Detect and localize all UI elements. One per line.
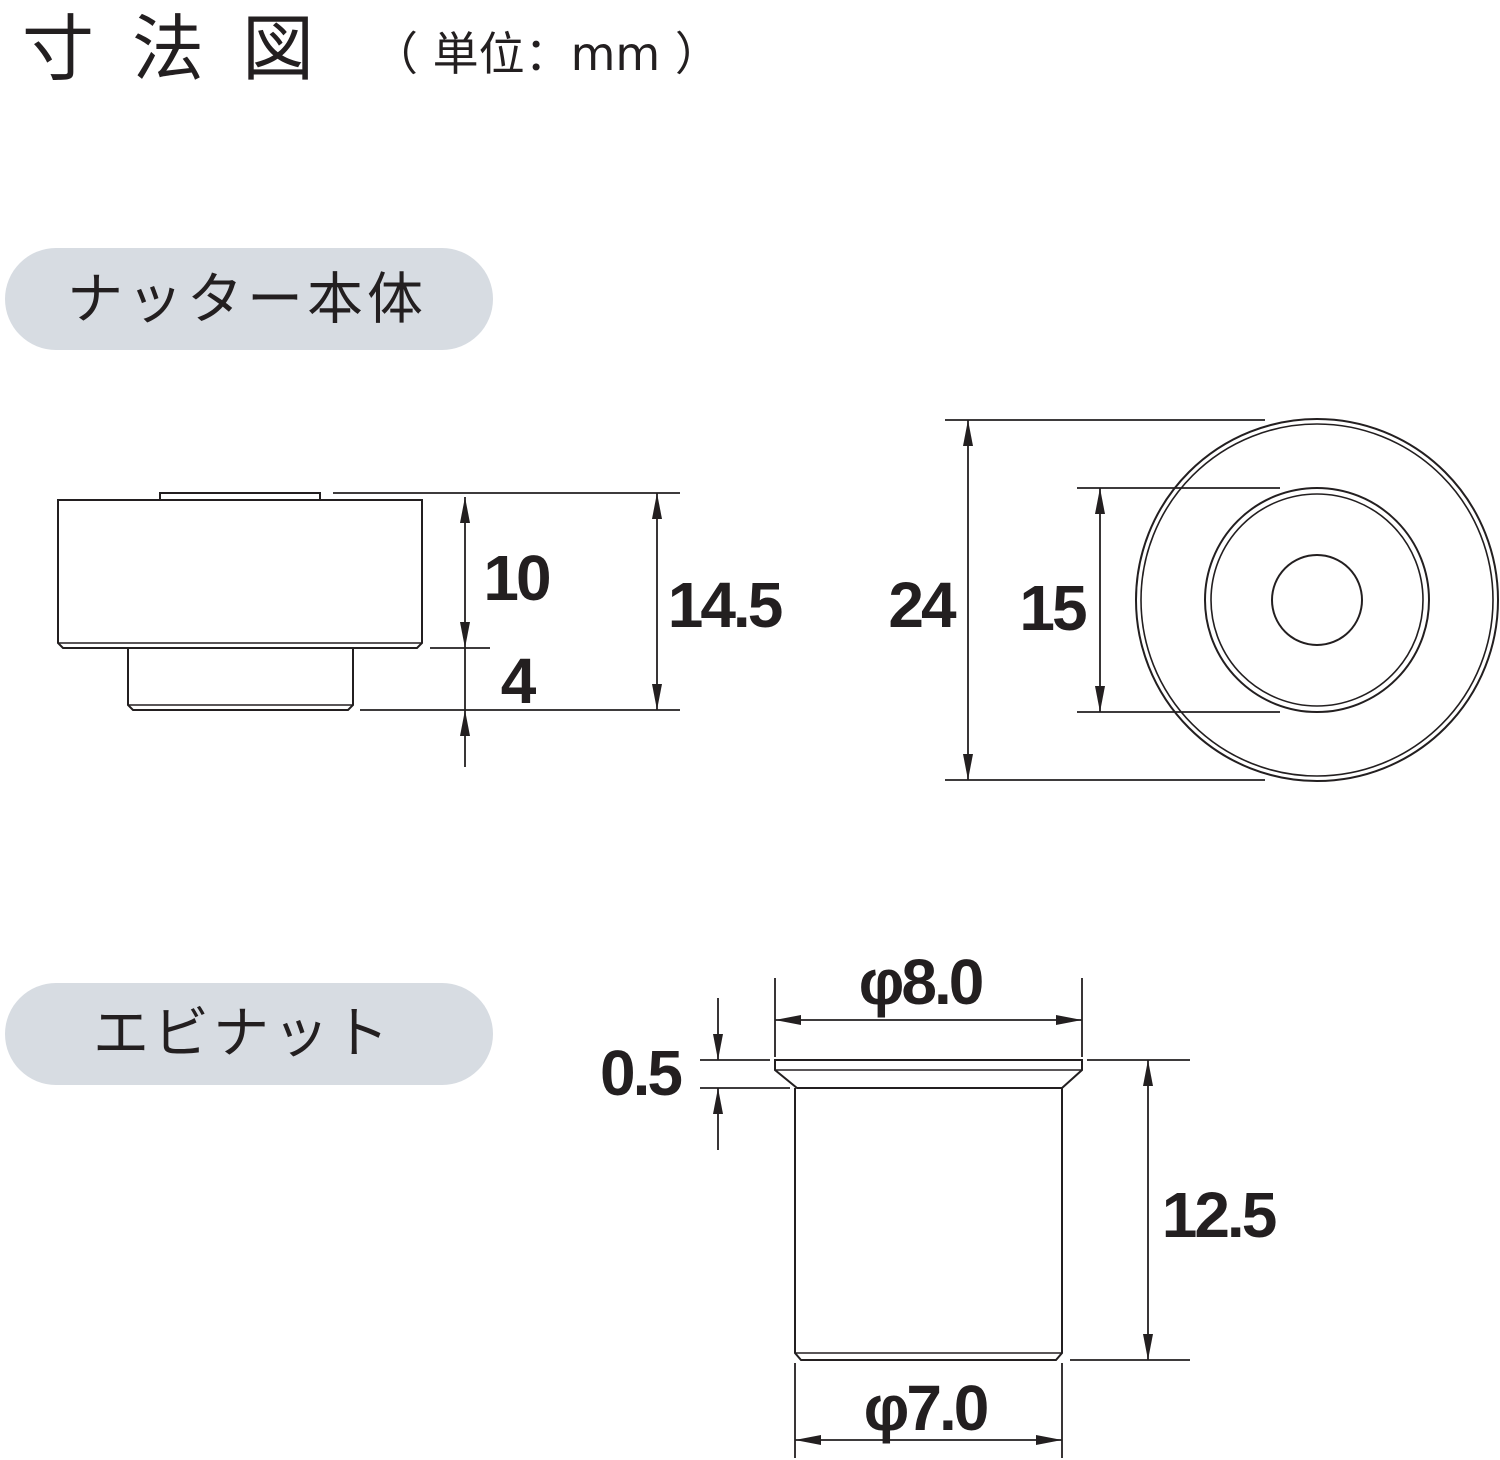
section-label-text: エビナット [93, 1002, 393, 1067]
center-hole [1271, 554, 1363, 646]
dimension-label-length: 12.5 [1162, 1179, 1276, 1251]
title-main: 寸法図 [22, 7, 352, 91]
ebinut-side-view: φ8.0 0.5 12.5 φ7.0 [600, 946, 1279, 1458]
dimension-label-lower: 4 [501, 645, 537, 717]
dimension-label-flange-diameter: φ8.0 [859, 946, 982, 1018]
dimension-label-upper: 10 [483, 542, 549, 614]
section-label-background [5, 983, 493, 1085]
nutter-body-side-view: 10 4 14.5 [57, 492, 785, 767]
section-label-nutter-body: ナッター本体 [5, 248, 493, 350]
flange-outline [774, 1059, 1083, 1089]
outer-circle [1135, 418, 1499, 782]
section-label-text: ナッター本体 [67, 268, 427, 333]
section-label-ebinut: エビナット [5, 983, 493, 1085]
dimension-label-total: 14.5 [668, 569, 782, 641]
body-outline [794, 1088, 1063, 1361]
lower-shank-outline [127, 648, 354, 711]
title-unit: （ 単位：mm ） [372, 27, 721, 81]
middle-circle-chamfer [1210, 493, 1424, 707]
dimension-label-outer: 24 [888, 569, 957, 641]
dimension-label-inner: 15 [1019, 572, 1086, 644]
outer-circle-chamfer [1140, 423, 1494, 777]
top-lip [159, 492, 321, 500]
main-body-outline [57, 499, 423, 649]
section-label-background [5, 248, 493, 350]
middle-circle [1204, 487, 1430, 713]
page-title: 寸法図 （ 単位：mm ） [22, 7, 721, 91]
dimension-label-flange-thickness: 0.5 [600, 1037, 681, 1109]
nutter-body-top-view: 24 15 [888, 418, 1499, 782]
dimension-label-body-diameter: φ7.0 [864, 1372, 987, 1444]
